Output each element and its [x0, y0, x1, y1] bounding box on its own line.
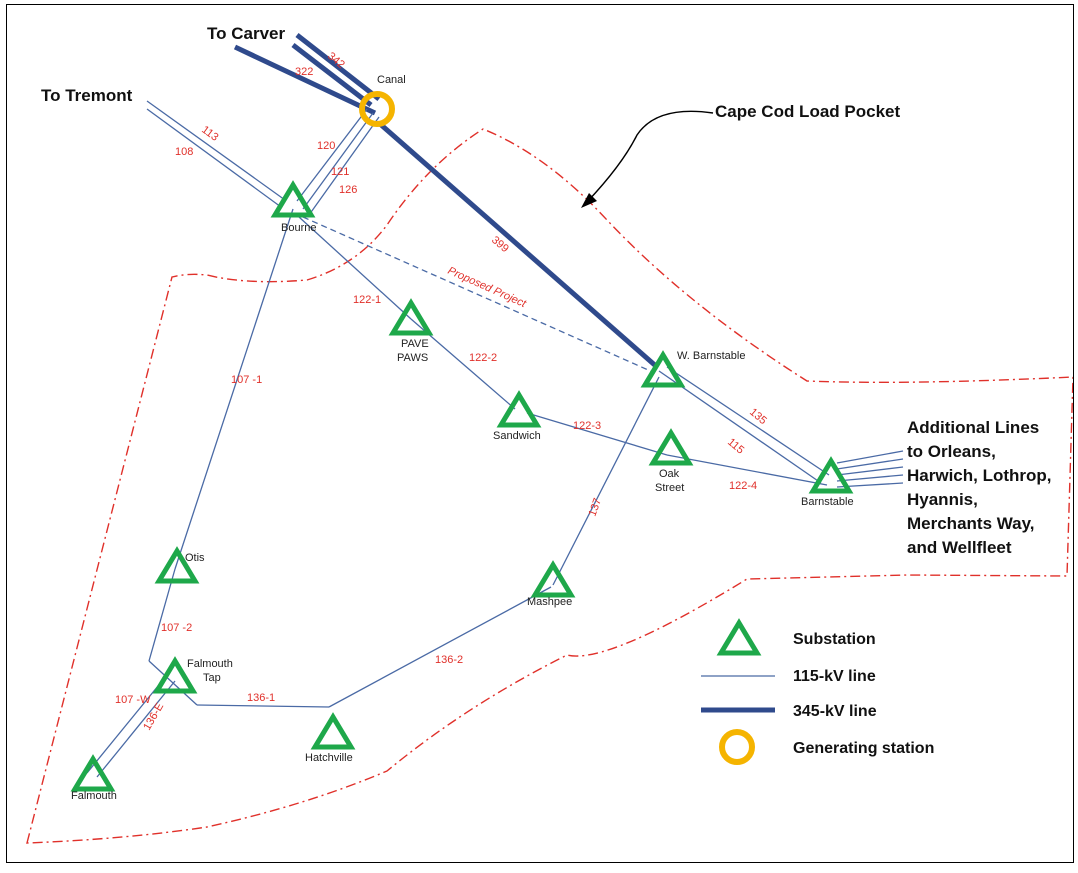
bourne-substation — [270, 180, 316, 218]
additional-line-3 — [836, 466, 904, 476]
hatchville-label: Hatchville — [305, 752, 353, 764]
w-barnstable-substation — [640, 350, 686, 388]
line-107-2 — [148, 568, 176, 662]
sandwich-label: Sandwich — [493, 430, 541, 442]
line-id-107-w: 107 -W — [115, 694, 151, 706]
line-id-121: 121 — [331, 166, 349, 178]
barnstable-label: Barnstable — [801, 496, 854, 508]
line-120 — [296, 108, 368, 202]
line-id-120: 120 — [317, 140, 335, 152]
load-pocket-label: Cape Cod Load Pocket — [715, 102, 900, 121]
line-136-1 — [196, 704, 330, 708]
line-id-115: 115 — [725, 436, 746, 456]
svg-text:Hyannis,: Hyannis, — [907, 490, 978, 509]
line-id-137: 137 — [587, 497, 605, 518]
falmouth-tap-substation — [152, 656, 198, 694]
falmouth-tap-label-1: Falmouth — [187, 658, 233, 670]
to-tremont-label: To Tremont — [41, 86, 133, 105]
diagram-frame: To Carver To Tremont Cape Cod Load Pocke… — [6, 4, 1074, 863]
line-id-122-3: 122-3 — [573, 420, 601, 432]
line-137 — [552, 376, 660, 586]
load-pocket-arrow — [586, 110, 714, 203]
pave-paws-substation — [388, 298, 434, 336]
sandwich-substation — [496, 390, 542, 428]
legend-generating-icon — [719, 729, 755, 765]
cape-cod-network-diagram: To Carver To Tremont Cape Cod Load Pocke… — [26, 24, 1073, 844]
line-id-108: 108 — [175, 146, 193, 158]
legend-115kv-label: 115-kV line — [793, 668, 876, 685]
additional-line-2 — [836, 458, 904, 470]
mashpee-label: Mashpee — [527, 596, 572, 608]
canal-generating-station — [359, 91, 395, 127]
otis-label: Otis — [185, 552, 205, 564]
line-322 — [233, 44, 377, 116]
line-id-107-2: 107 -2 — [161, 622, 192, 634]
pave-label: PAVE — [401, 338, 429, 350]
falmouth-label: Falmouth — [71, 790, 117, 802]
line-121 — [302, 112, 374, 210]
hatchville-substation — [310, 712, 356, 750]
legend-substation-label: Substation — [793, 631, 876, 648]
legend-substation-icon — [716, 618, 762, 656]
line-108 — [146, 108, 282, 208]
line-107-w — [86, 674, 168, 774]
line-136-2 — [328, 586, 552, 708]
svg-text:Merchants Way,: Merchants Way, — [907, 514, 1035, 533]
paws-label: PAWS — [397, 352, 428, 364]
line-id-122-2: 122-2 — [469, 352, 497, 364]
street-label: Street — [655, 482, 684, 494]
falmouth-substation — [70, 754, 116, 792]
line-342-a — [295, 33, 381, 101]
line-id-135: 135 — [747, 406, 769, 427]
canal-label: Canal — [377, 74, 406, 86]
additional-line-4 — [836, 474, 904, 482]
otis-substation — [154, 546, 200, 584]
line-115 — [658, 370, 822, 484]
line-136-e — [96, 680, 176, 778]
line-id-122-4: 122-4 — [729, 480, 757, 492]
line-107-1 — [174, 208, 294, 570]
legend-generating-label: Generating station — [793, 740, 934, 757]
falmouth-tap-label-2: Tap — [203, 672, 221, 684]
mashpee-substation — [530, 560, 576, 598]
line-id-322: 322 — [295, 66, 313, 78]
line-399 — [377, 121, 659, 369]
svg-text:Harwich, Lothrop,: Harwich, Lothrop, — [907, 466, 1052, 485]
line-id-126: 126 — [339, 184, 357, 196]
barnstable-substation — [808, 456, 854, 494]
legend: Substation 115-kV line 345-kV line Gener… — [701, 618, 934, 765]
svg-text:and Wellfleet: and Wellfleet — [907, 538, 1012, 557]
w-barnstable-label: W. Barnstable — [677, 350, 745, 362]
proposed-project-label: Proposed Project — [446, 265, 529, 311]
oak-street-substation — [648, 428, 694, 466]
additional-line-1 — [836, 450, 904, 464]
line-135 — [666, 366, 830, 476]
line-126 — [308, 116, 380, 216]
to-carver-label: To Carver — [207, 24, 285, 43]
legend-345kv-label: 345-kV line — [793, 703, 877, 720]
additional-lines-label: Additional Lines to Orleans, Harwich, Lo… — [907, 418, 1052, 557]
line-122-1 — [298, 216, 412, 320]
line-id-136-2: 136-2 — [435, 654, 463, 666]
svg-text:Additional Lines: Additional Lines — [907, 418, 1039, 437]
line-113 — [146, 100, 286, 201]
proposed-project-line — [302, 216, 656, 374]
line-122-3 — [526, 412, 668, 456]
oak-label: Oak — [659, 468, 680, 480]
line-342-b — [291, 43, 373, 107]
line-id-122-1: 122-1 — [353, 294, 381, 306]
line-id-107-1: 107 -1 — [231, 374, 262, 386]
load-pocket-arrowhead — [581, 193, 597, 208]
bourne-label: Bourne — [281, 222, 316, 234]
load-pocket-boundary — [26, 128, 1073, 844]
svg-text:to Orleans,: to Orleans, — [907, 442, 996, 461]
line-122-4 — [666, 454, 828, 486]
line-id-342: 342 — [325, 50, 347, 71]
line-id-136-1: 136-1 — [247, 692, 275, 704]
